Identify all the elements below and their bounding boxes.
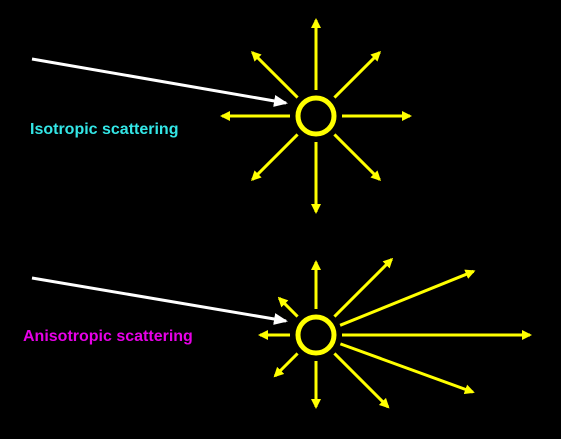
scattered-ray-arrow xyxy=(333,352,390,409)
scattered-ray-arrow xyxy=(277,296,299,318)
scattered-ray-arrow xyxy=(250,50,299,99)
isotropic-scattering-label: Isotropic scattering xyxy=(30,121,179,138)
scattered-ray-arrow xyxy=(339,342,475,395)
scattered-rays xyxy=(220,18,412,214)
anisotropic-scattering-label: Anisotropic scattering xyxy=(23,328,193,345)
scattering-particle xyxy=(295,95,337,137)
anisotropic-diagram xyxy=(31,257,532,409)
incident-ray xyxy=(31,57,288,107)
scattered-ray-arrow xyxy=(333,50,382,99)
scattering-particle xyxy=(295,314,337,356)
scattered-ray-arrow xyxy=(250,133,299,182)
scattered-ray-arrow xyxy=(333,133,382,182)
scattered-ray-arrow xyxy=(339,269,476,327)
scattered-rays xyxy=(258,257,532,409)
scattered-ray-arrow xyxy=(273,352,299,378)
incident-ray xyxy=(31,276,288,325)
isotropic-diagram xyxy=(31,18,412,214)
scattered-ray-arrow xyxy=(333,257,394,318)
